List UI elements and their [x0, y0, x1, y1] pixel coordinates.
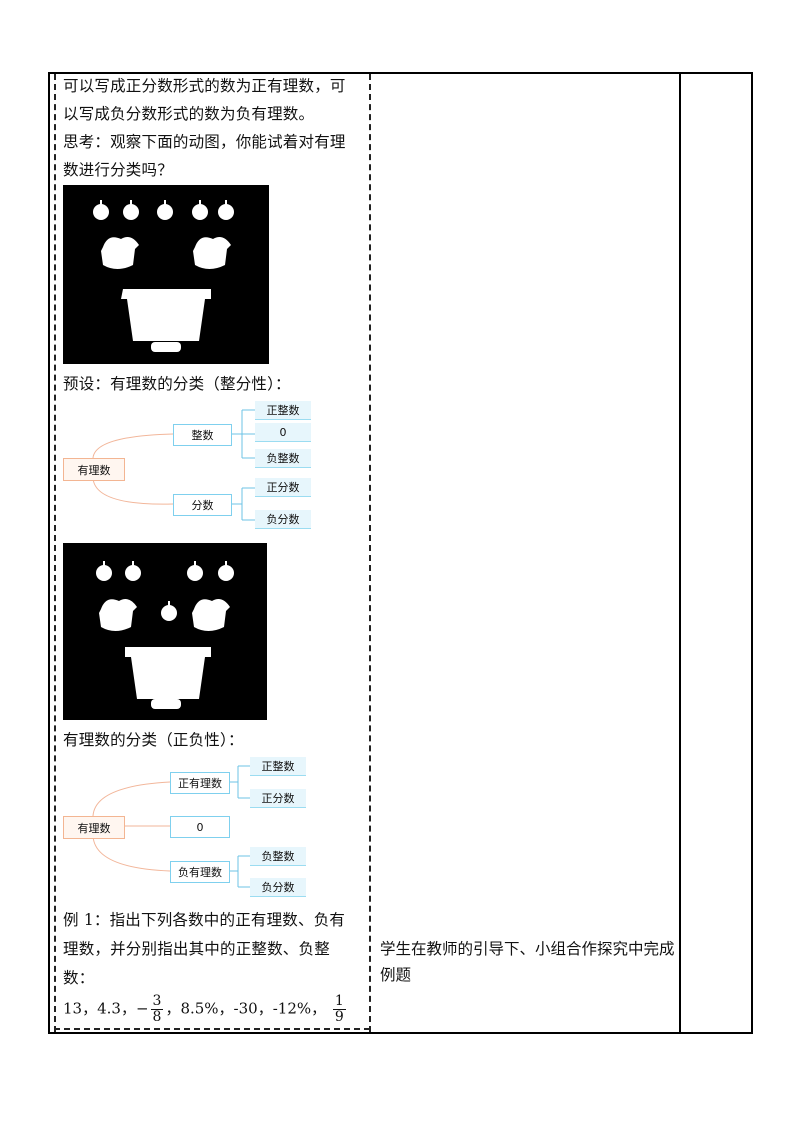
example-line: 数：: [63, 969, 95, 987]
box-icon: [125, 647, 211, 699]
example-block: 例 1：指出下列各数中的正有理数、负有 理数，并分别指出其中的正整数、负整 数：: [63, 908, 368, 991]
minus-sign: −: [135, 999, 149, 1018]
fraction-numerator: 3: [150, 993, 164, 1010]
apple-icon: [93, 200, 109, 220]
apple-icon: [125, 561, 141, 581]
mindmap-leaf-zero: 0: [255, 423, 311, 442]
mindmap-leaf-positive-fraction: 正分数: [250, 789, 306, 808]
mindmap-leaf-negative-integer: 负整数: [255, 449, 311, 468]
mindmap-branch-fraction: 分数: [173, 494, 232, 516]
mindmap-branch-positive: 正有理数: [170, 772, 230, 794]
apple-icon: [187, 561, 203, 581]
fraction-numerator: 1: [332, 993, 346, 1010]
mindmap-branch-negative: 负有理数: [170, 861, 230, 883]
think-question-line: 数进行分类吗？: [63, 161, 173, 179]
table-left-border: [48, 72, 50, 1034]
mindmap-connectors: [92, 765, 250, 888]
mindmap-leaf-negative-integer: 负整数: [250, 847, 306, 866]
mindmap-connectors: [92, 409, 255, 521]
fraction-denominator: 9: [334, 1009, 344, 1025]
mindmap-branch-zero: 0: [170, 816, 230, 838]
mindmap-leaf-negative-fraction: 负分数: [250, 878, 306, 897]
apple-icon: [218, 200, 234, 220]
mindmap-integer-fraction: 有理数 整数 分数 正整数 0 负整数 正分数 负分数: [60, 396, 320, 532]
number-list-part: 13，4.3，: [63, 999, 136, 1018]
apple-icon: [96, 561, 112, 581]
apple-icon: [157, 200, 173, 220]
apples-baskets-box-icon-1: [63, 185, 269, 364]
mindmap-branch-integer: 整数: [173, 424, 232, 446]
box-icon: [121, 289, 211, 341]
basket-icon: [193, 237, 231, 269]
cell-dashed-mid: [369, 74, 371, 1032]
cell-dashed-bottom: [54, 1028, 370, 1030]
apple-icon: [123, 200, 139, 220]
mindmap-root: 有理数: [63, 816, 125, 839]
think-question-line: 思考：观察下面的动图，你能试着对有理: [63, 133, 346, 151]
mindmap-leaf-positive-integer: 正整数: [250, 757, 306, 776]
classification-label-2: 有理数的分类（正负性）：: [63, 731, 244, 749]
table-right-border: [751, 72, 753, 1034]
fraction-denominator: 8: [152, 1009, 162, 1025]
apple-icon: [218, 561, 234, 581]
cell-dashed-left: [54, 74, 56, 1032]
table-top-border: [48, 72, 752, 74]
apple-icon: [192, 200, 208, 220]
apple-icon: [161, 601, 177, 621]
example-line: 理数，并分别指出其中的正整数、负整: [63, 940, 330, 958]
table-col3-border: [679, 72, 681, 1034]
number-list-part: ，8.5%，-30，-12%，: [165, 999, 327, 1018]
mindmap-root: 有理数: [63, 458, 125, 481]
basket-icon: [192, 599, 230, 631]
mindmap-leaf-negative-fraction: 负分数: [255, 510, 311, 529]
student-activity-text: 学生在教师的引导下、小组合作探究中完成例题: [380, 940, 675, 984]
mindmap-positive-negative: 有理数 正有理数 0 负有理数 正整数 正分数 负整数 负分数: [60, 752, 320, 900]
classification-label-1: 预设：有理数的分类（整分性）：: [63, 375, 291, 393]
paragraph-line: 以写成负分数形式的数为负有理数。: [63, 105, 315, 123]
basket-icon: [99, 599, 137, 631]
basket-icon: [101, 237, 139, 269]
mindmap-leaf-positive-fraction: 正分数: [255, 478, 311, 497]
table-bottom-border: [48, 1032, 752, 1034]
example-line: 例 1：指出下列各数中的正有理数、负有: [63, 911, 346, 929]
mindmap-leaf-positive-integer: 正整数: [255, 401, 311, 420]
teacher-activity-column: 可以写成正分数形式的数为正有理数，可 以写成负分数形式的数为负有理数。 思考：观…: [63, 74, 363, 183]
apples-baskets-box-icon-2: [63, 543, 267, 720]
paragraph-line: 可以写成正分数形式的数为正有理数，可: [63, 77, 346, 95]
